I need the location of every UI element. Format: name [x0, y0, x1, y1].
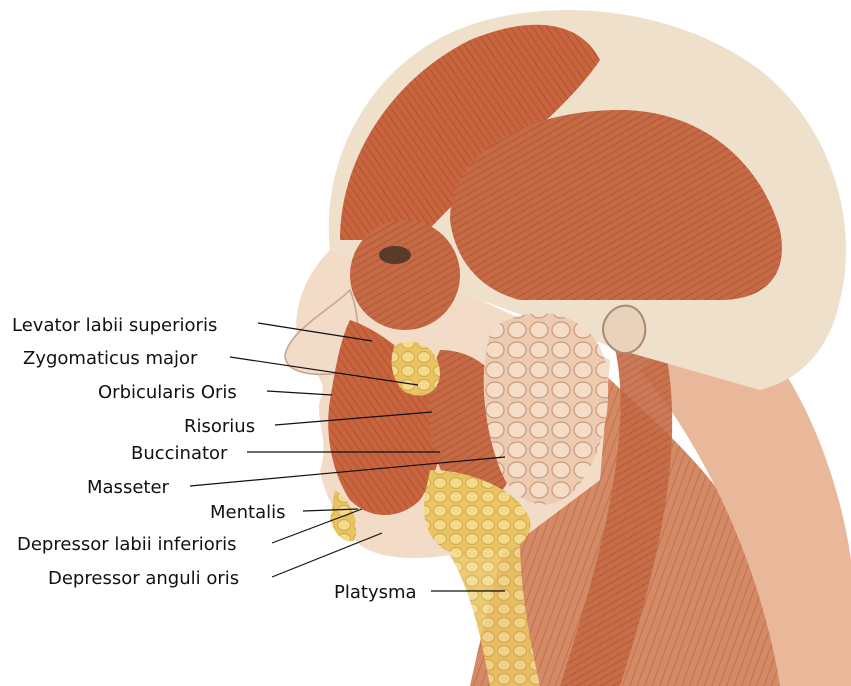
label-depressor-anguli-oris: Depressor anguli oris [48, 568, 239, 589]
label-orbicularis-oris: Orbicularis Oris [98, 382, 237, 403]
label-levator-labii-superioris: Levator labii superioris [12, 315, 217, 336]
label-masseter: Masseter [87, 477, 170, 498]
ear [603, 306, 645, 354]
leader-orbicularis [267, 391, 332, 395]
label-mentalis: Mentalis [210, 502, 285, 523]
orbicularis-oculi [350, 220, 460, 330]
eye [379, 246, 411, 264]
label-risorius: Risorius [184, 416, 255, 437]
leader-depressor-anguli [272, 533, 382, 577]
label-zygomaticus-major: Zygomaticus major [23, 348, 198, 369]
label-depressor-labii-inferioris: Depressor labii inferioris [17, 534, 237, 555]
label-platysma: Platysma [334, 582, 417, 603]
label-buccinator: Buccinator [131, 443, 228, 464]
